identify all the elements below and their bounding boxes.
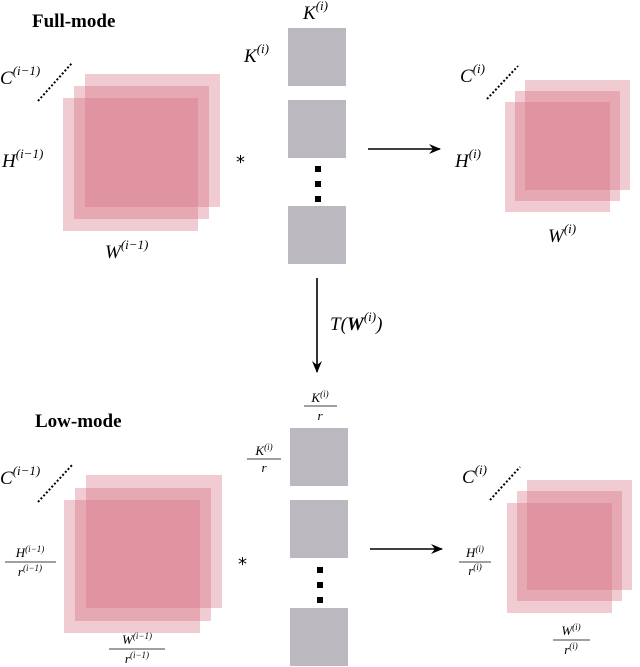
low-output-tensor: [507, 480, 632, 613]
low-input-h-label: H(i−1) r(i−1): [5, 544, 56, 579]
svg-text:r(i−1): r(i−1): [18, 563, 42, 579]
low-input-w-label: W(i−1) r(i−1): [109, 631, 165, 666]
low-kernel-count-label: K(i) r: [304, 389, 337, 423]
low-output-channel-dots: [489, 466, 521, 501]
full-kernel-size-label: K(i): [243, 41, 269, 67]
full-kernel-last: [288, 206, 346, 264]
svg-text:r: r: [317, 408, 323, 423]
svg-text:r(i−1): r(i−1): [125, 650, 149, 666]
svg-text:K(i): K(i): [254, 442, 272, 458]
full-output-c-label: C(i): [460, 61, 485, 87]
low-output-c-label: C(i): [462, 462, 487, 488]
svg-text:r(i): r(i): [468, 562, 482, 578]
svg-text:K(i): K(i): [310, 389, 328, 405]
full-input-h-label: H(i−1): [1, 146, 43, 172]
full-input-channel-dots: [37, 62, 73, 102]
svg-text:W(i): W(i): [561, 622, 580, 638]
full-kernel-2: [288, 100, 346, 158]
full-input-w-label: W(i−1): [105, 237, 148, 263]
svg-text:r: r: [261, 460, 267, 475]
full-output-h-label: H(i): [454, 146, 481, 172]
svg-text:r(i): r(i): [564, 641, 578, 657]
full-kernel-count-label: K(i): [302, 0, 328, 24]
transform-label: T(W(i)): [330, 309, 382, 335]
svg-text:H(i): H(i): [465, 544, 484, 560]
svg-text:H(i−1): H(i−1): [15, 544, 44, 560]
full-kernel-1: [288, 28, 346, 86]
low-kernel-1: [290, 428, 348, 486]
low-input-channel-dots: [37, 463, 74, 503]
low-output-h-label: H(i) r(i): [459, 544, 491, 578]
svg-text:W(i−1): W(i−1): [122, 631, 152, 647]
low-kernel-2: [290, 500, 348, 558]
full-output-tensor: [505, 80, 630, 212]
full-output-channel-dots: [486, 65, 519, 100]
low-conv-operator: *: [238, 554, 247, 575]
low-kernel-ellipsis: [317, 567, 323, 603]
low-input-tensor: [64, 475, 222, 633]
full-kernel-ellipsis: [315, 166, 321, 202]
full-conv-operator: *: [236, 152, 245, 173]
full-output-w-label: W(i): [548, 221, 576, 247]
low-kernel-size-label: K(i) r: [247, 442, 281, 475]
low-mode-title: Low-mode: [35, 411, 122, 432]
low-output-w-label: W(i) r(i): [553, 622, 590, 657]
full-input-c-label: C(i−1): [0, 63, 40, 89]
low-input-c-label: C(i−1): [0, 463, 40, 489]
full-input-tensor: [63, 74, 220, 231]
full-mode-title: Full-mode: [32, 11, 115, 32]
low-kernel-last: [290, 608, 348, 666]
